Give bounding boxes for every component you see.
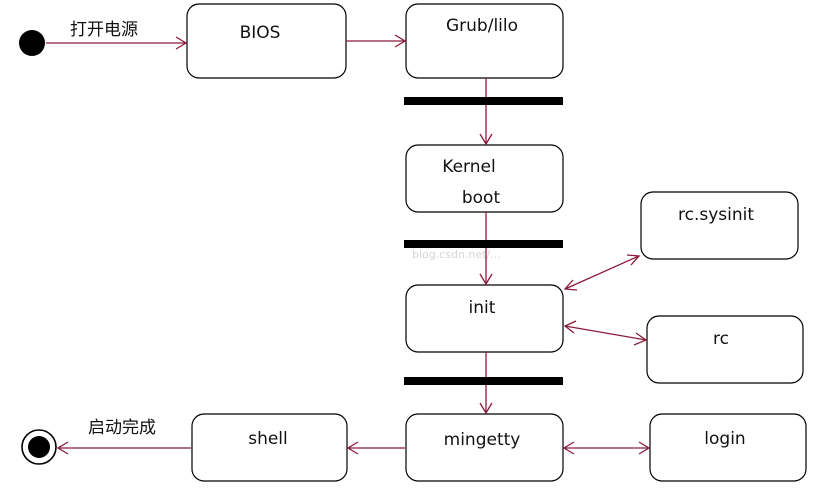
state-login — [649, 413, 807, 482]
state-kernel-label-line2: boot — [462, 188, 501, 208]
state-rc-label: rc — [713, 329, 729, 349]
state-mingetty-label: mingetty — [444, 430, 521, 450]
sync-bar-3 — [404, 377, 563, 385]
final-state-dot — [28, 436, 50, 458]
arrow-bar2-to-init — [479, 248, 493, 286]
initial-state-dot — [19, 30, 45, 56]
state-init — [405, 284, 564, 353]
arrow-mingetty-login — [562, 441, 651, 455]
state-kernel — [405, 144, 564, 213]
state-login-label: login — [704, 429, 745, 449]
arrow-init-rc — [563, 320, 648, 346]
state-shell-label: shell — [248, 429, 288, 449]
arrow-bios-to-grub — [346, 34, 407, 48]
state-init-label: init — [469, 298, 496, 318]
arrow-init-rc-sysinit — [563, 254, 641, 291]
state-mingetty — [405, 413, 564, 482]
arrow-start-to-bios — [46, 36, 188, 50]
state-rc-sysinit-label: rc.sysinit — [678, 205, 754, 225]
state-rc-sysinit — [640, 191, 799, 260]
start-edge-label: 打开电源 — [70, 20, 138, 40]
sync-bar-2 — [404, 240, 563, 248]
state-grub-label: Grub/lilo — [446, 16, 518, 36]
arrow-bar1-to-kernel — [479, 105, 493, 146]
state-kernel-label-line1: Kernel — [442, 157, 495, 177]
state-shell — [191, 413, 348, 482]
state-bios-label: BIOS — [240, 23, 281, 43]
sync-bar-1 — [404, 97, 563, 105]
end-edge-label: 启动完成 — [88, 418, 156, 438]
watermark: blog.csdn.net/... — [412, 248, 501, 261]
arrow-bar3-to-mingetty — [479, 385, 493, 415]
state-rc — [646, 315, 804, 384]
arrow-shell-to-end — [56, 441, 191, 455]
arrow-mingetty-to-shell — [346, 441, 405, 455]
